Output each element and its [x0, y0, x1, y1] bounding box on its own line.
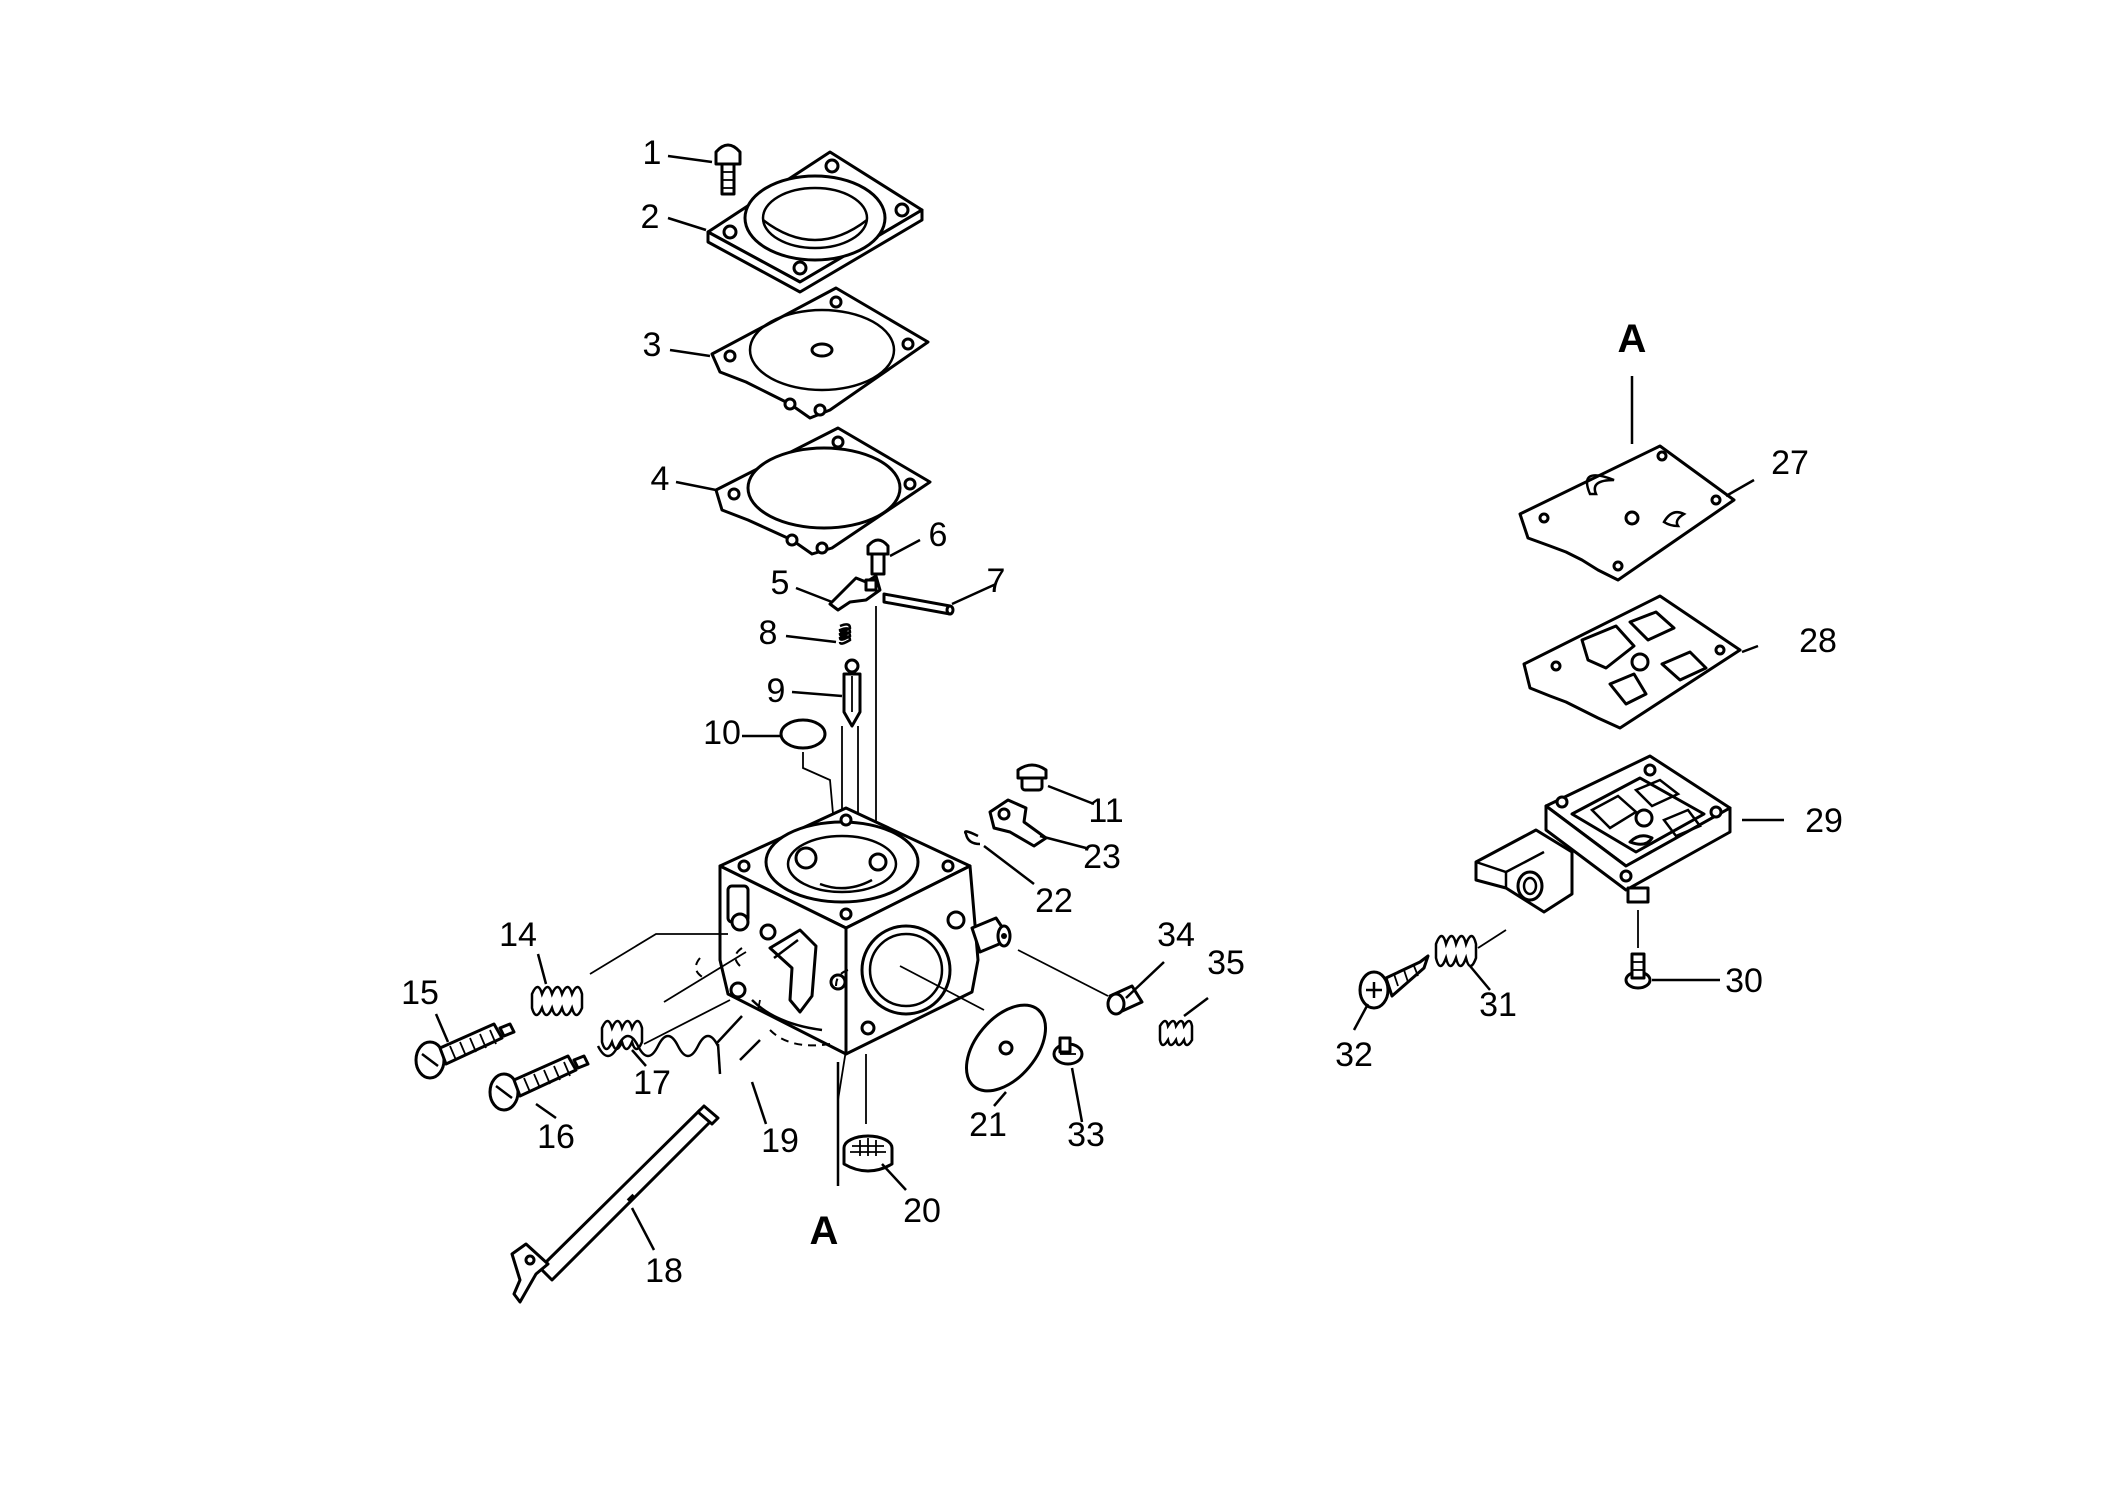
section-mark-lower: A — [810, 1209, 839, 1253]
label-1: 1 — [643, 134, 662, 172]
part-32-screw — [1358, 954, 1430, 1010]
label-2: 2 — [641, 198, 660, 236]
part-20-filter — [842, 1134, 894, 1173]
label-23: 23 — [1083, 838, 1121, 876]
guide-lines-left — [589, 933, 1109, 1186]
label-11: 11 — [1088, 792, 1123, 830]
part-10-plug — [779, 718, 827, 750]
part-27-gasket — [1518, 444, 1736, 582]
part-19-spring — [596, 1015, 761, 1075]
label-7: 7 — [987, 562, 1006, 600]
section-mark-upper: A — [1618, 317, 1647, 361]
label-31: 31 — [1479, 986, 1517, 1024]
label-19: 19 — [761, 1122, 799, 1160]
label-15: 15 — [401, 974, 439, 1012]
part-34-fitting — [1106, 984, 1144, 1016]
label-35: 35 — [1207, 944, 1245, 982]
part-3-diaphragm — [710, 286, 930, 420]
label-29: 29 — [1805, 802, 1843, 840]
label-3: 3 — [643, 326, 662, 364]
label-34: 34 — [1157, 916, 1195, 954]
label-5: 5 — [771, 564, 790, 602]
label-18: 18 — [645, 1252, 683, 1290]
label-21: 21 — [969, 1106, 1007, 1144]
part-30-screw — [1624, 952, 1652, 990]
leader-lines-left — [434, 154, 1209, 1251]
label-10: 10 — [703, 714, 741, 752]
label-16: 16 — [537, 1118, 575, 1156]
label-9: 9 — [767, 672, 786, 710]
label-4: 4 — [651, 460, 670, 498]
label-32: 32 — [1335, 1036, 1373, 1074]
part-18-shaft — [510, 1104, 720, 1304]
part-4-gasket — [714, 426, 932, 556]
part-number-labels: 1 2 3 4 5 6 7 8 9 10 11 14 15 16 17 18 1… — [401, 134, 1843, 1290]
part-21-disc — [964, 1003, 1048, 1093]
part-14-spring — [530, 985, 584, 1017]
part-22-clip — [964, 830, 981, 846]
part-2-cover — [706, 150, 924, 294]
label-8: 8 — [759, 614, 778, 652]
part-17-spring — [600, 1019, 644, 1051]
label-28: 28 — [1799, 622, 1837, 660]
leader-lines-right — [1352, 376, 1784, 1031]
part-33-screw — [1052, 1036, 1084, 1066]
part-11-plug — [1016, 763, 1048, 792]
label-27: 27 — [1771, 444, 1809, 482]
label-30: 30 — [1725, 962, 1763, 1000]
part-23-bracket — [988, 798, 1048, 848]
carburetor-body — [694, 806, 1012, 1056]
label-22: 22 — [1035, 882, 1073, 920]
part-1-screw — [714, 143, 742, 196]
part-6-screw — [866, 538, 890, 576]
part-28-gasket — [1522, 594, 1742, 730]
part-29-pump-body — [1474, 754, 1732, 914]
label-33: 33 — [1067, 1116, 1105, 1154]
label-17: 17 — [633, 1064, 671, 1102]
part-7-pin — [882, 592, 955, 616]
part-8-spring — [838, 623, 852, 645]
part-31-spring — [1434, 934, 1478, 968]
label-14: 14 — [499, 916, 537, 954]
part-5-lever — [828, 574, 882, 612]
part-35-spring — [1158, 1019, 1194, 1047]
part-15-screw — [414, 1022, 516, 1080]
label-20: 20 — [903, 1192, 941, 1230]
part-16-screw — [488, 1054, 590, 1112]
label-6: 6 — [929, 516, 948, 554]
part-9-needle — [842, 658, 862, 728]
